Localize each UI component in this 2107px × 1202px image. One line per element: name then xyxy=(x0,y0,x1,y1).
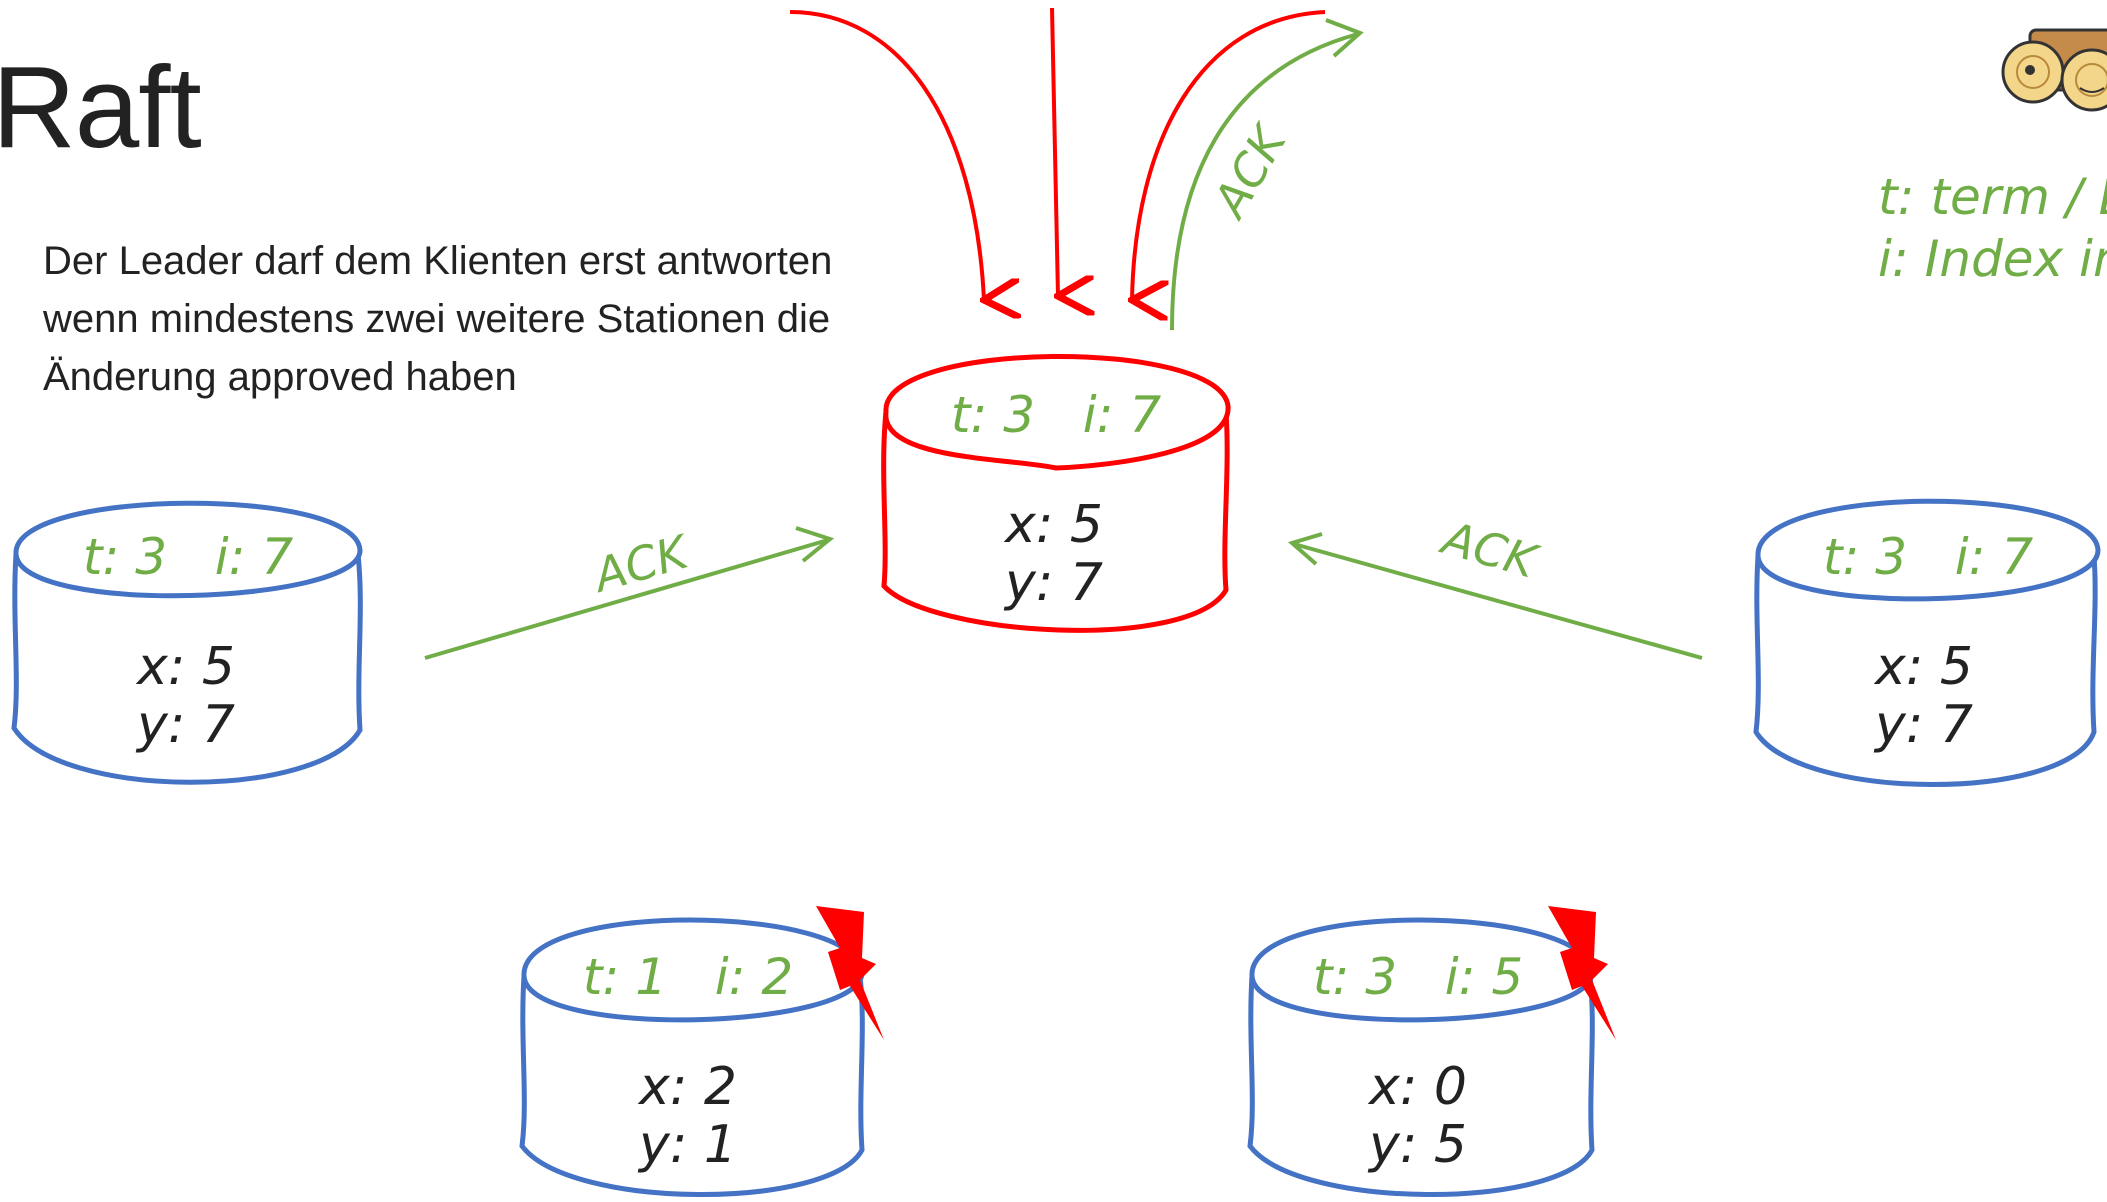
ack-to-client: ACK xyxy=(1170,18,1364,331)
bottom-left-x: x: 2 xyxy=(637,1057,737,1117)
ack-from-left: ACK xyxy=(424,524,835,660)
intro-text: Der Leader darf dem Klienten erst antwor… xyxy=(43,232,943,406)
bottom-left-header: t: 1 i: 2 xyxy=(583,948,793,1006)
bottom-right-y: y: 5 xyxy=(1367,1115,1467,1175)
ack-label-right: ACK xyxy=(1434,510,1546,590)
follower-right-node: t: 3 i: 7 x: 5 y: 7 xyxy=(1753,498,2101,787)
client-arrow-2 xyxy=(1050,7,1058,296)
legend: t: term / L i: Index im xyxy=(1878,166,2107,290)
leader-node: t: 3 i: 7 x: 5 y: 7 xyxy=(881,354,1231,633)
legend-term: t: term / L xyxy=(1878,168,2107,226)
right-header: t: 3 i: 7 xyxy=(1823,528,2033,586)
intro-line: Der Leader darf dem Klienten erst antwor… xyxy=(43,239,833,283)
intro-line: wenn mindestens zwei weitere Stationen d… xyxy=(43,297,831,341)
follower-bottom-left-node: t: 1 i: 2 x: 2 y: 1 xyxy=(519,906,884,1197)
bottom-right-x: x: 0 xyxy=(1367,1057,1467,1117)
left-header: t: 3 i: 7 xyxy=(83,528,293,586)
follower-bottom-right-node: t: 3 i: 5 x: 0 y: 5 xyxy=(1247,906,1616,1197)
ack-label-top: ACK xyxy=(1201,114,1298,228)
ack-from-right: ACK xyxy=(1287,510,1703,660)
logs-icon xyxy=(2001,28,2107,112)
bottom-right-header: t: 3 i: 5 xyxy=(1313,948,1523,1006)
client-arrow-3 xyxy=(1132,10,1326,300)
page-title: Raft xyxy=(0,42,202,172)
client-requests xyxy=(789,7,1326,300)
ack-label-left: ACK xyxy=(585,524,697,604)
leader-x: x: 5 xyxy=(1003,495,1103,555)
left-x: x: 5 xyxy=(135,637,235,697)
leader-header: t: 3 i: 7 xyxy=(951,386,1161,444)
bottom-left-y: y: 1 xyxy=(637,1115,737,1175)
left-y: y: 7 xyxy=(135,695,235,755)
leader-y: y: 7 xyxy=(1003,553,1103,613)
follower-left-node: t: 3 i: 7 x: 5 y: 7 xyxy=(11,500,363,785)
client-arrow-1 xyxy=(789,10,984,300)
lightning-icon xyxy=(816,906,884,1040)
intro-line: Änderung approved haben xyxy=(43,355,517,399)
lightning-icon xyxy=(1548,906,1616,1040)
right-y: y: 7 xyxy=(1873,695,1973,755)
legend-index: i: Index im xyxy=(1878,230,2107,288)
right-x: x: 5 xyxy=(1873,637,1973,697)
